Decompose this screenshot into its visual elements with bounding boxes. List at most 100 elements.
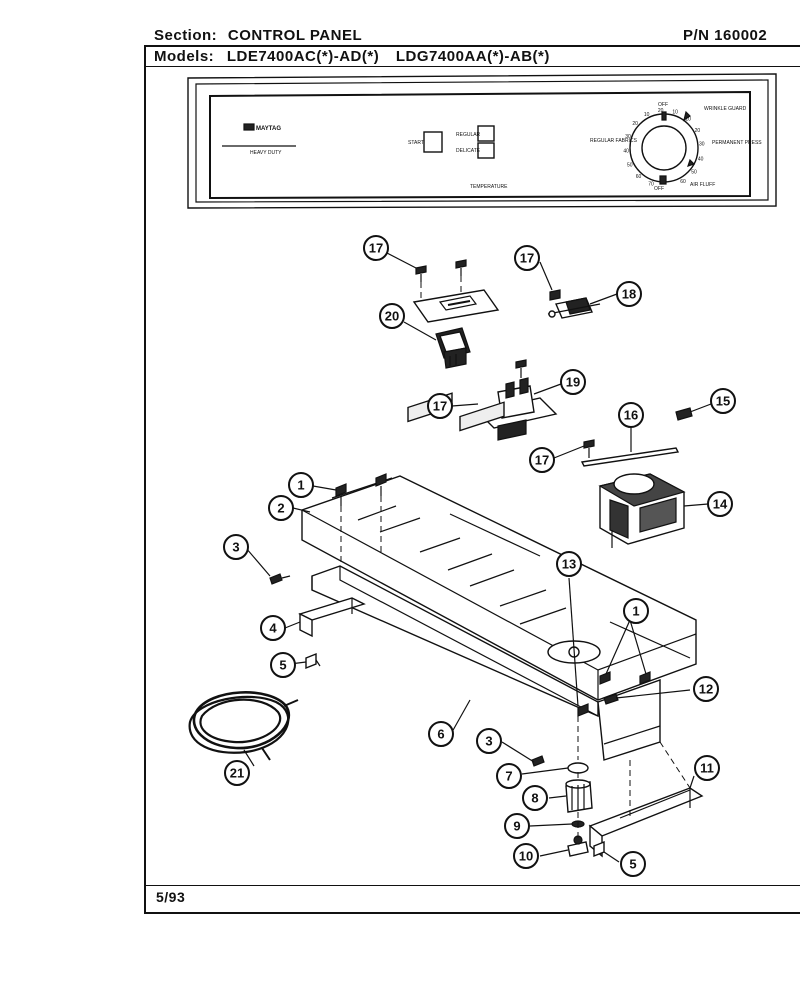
part-6-lower-frame <box>311 565 661 761</box>
callout-17-top-left: 17 <box>363 235 389 261</box>
callout-17-top-right: 17 <box>514 245 540 271</box>
svg-text:21: 21 <box>230 766 244 781</box>
delicate-button <box>477 142 495 159</box>
callout-1-left: 1 <box>288 472 314 498</box>
part-15-clip <box>675 407 693 421</box>
callout-9: 9 <box>504 813 530 839</box>
dial-number: 10 <box>672 110 678 116</box>
dial-number: 50 <box>691 169 697 175</box>
section-value: CONTROL PANEL <box>227 27 363 44</box>
svg-text:3: 3 <box>485 734 492 749</box>
model-1: LDE7400AC(*)-AD(*) <box>226 48 380 65</box>
svg-text:4: 4 <box>269 621 277 636</box>
callout-14: 14 <box>707 491 733 517</box>
svg-text:17: 17 <box>433 399 447 414</box>
callout-3-right: 3 <box>476 728 502 754</box>
dial-number: 40 <box>623 148 629 154</box>
dial-number: 20 <box>632 121 638 127</box>
assembly-guide-lines <box>340 276 691 838</box>
models-heading: Models: LDE7400AC(*)-AD(*) LDG7400AA(*)-… <box>154 48 550 65</box>
svg-text:6: 6 <box>437 727 444 742</box>
callout-8: 8 <box>522 785 548 811</box>
dial-number: 50 <box>627 163 633 169</box>
dial-number: 10 <box>644 112 650 118</box>
part-10-cap <box>567 835 589 857</box>
dial-number: 30 <box>699 142 705 148</box>
part-3-screw-left <box>269 573 291 585</box>
panel-permanent-press-label: PERMANENT PRESS <box>712 140 762 146</box>
leader-lines <box>243 252 712 863</box>
callout-6: 6 <box>428 721 454 747</box>
svg-text:10: 10 <box>519 849 533 864</box>
part-7-bushing <box>567 762 589 774</box>
svg-text:15: 15 <box>716 394 730 409</box>
callout-20: 20 <box>379 303 405 329</box>
svg-text:12: 12 <box>699 682 713 697</box>
panel-subbrand: HEAVY DUTY <box>250 150 282 156</box>
svg-text:18: 18 <box>622 287 636 302</box>
part-19-selector-switch <box>476 359 558 441</box>
part-switch-cover-plate <box>412 289 500 323</box>
dial-number: 70 <box>648 182 654 188</box>
callout-12: 12 <box>693 676 719 702</box>
panel-brand: MAYTAG <box>256 126 281 132</box>
callout-15: 15 <box>710 388 736 414</box>
svg-text:20: 20 <box>385 309 399 324</box>
diagram-frame <box>144 46 800 914</box>
dial-number: 10 <box>685 117 691 123</box>
model-2: LDG7400AA(*)-AB(*) <box>395 48 550 65</box>
svg-text:19: 19 <box>566 375 580 390</box>
section-label: Section: <box>154 27 218 44</box>
callout-2: 2 <box>268 495 294 521</box>
part-4-bracket <box>298 597 366 638</box>
timer-dial-knob <box>641 125 687 171</box>
callout-11: 11 <box>694 755 720 781</box>
callout-3-left: 3 <box>223 534 249 560</box>
dial-number: 60 <box>680 179 686 185</box>
brand-logo-mark <box>243 123 255 131</box>
dial-number: 40 <box>698 156 704 162</box>
models-rule <box>144 66 800 67</box>
svg-text:17: 17 <box>369 241 383 256</box>
panel-regular-label: REGULAR <box>456 132 481 138</box>
regular-button <box>477 125 495 142</box>
footer-rule <box>144 885 800 886</box>
part-21-wire-harness <box>188 691 299 761</box>
part-18-relay <box>547 289 601 319</box>
svg-text:2: 2 <box>277 501 284 516</box>
part-screws-top-left <box>415 259 467 282</box>
part-11-bracket <box>588 787 704 858</box>
svg-text:9: 9 <box>513 819 520 834</box>
panel-air-fluff-label: AIR FLUFF <box>690 182 715 188</box>
svg-text:16: 16 <box>624 408 638 423</box>
svg-text:5: 5 <box>629 857 636 872</box>
panel-start-label: START <box>408 140 424 146</box>
panel-regular-fabrics-label: REGULAR FABRICS <box>590 138 638 144</box>
dial-number: 20 <box>695 128 701 134</box>
callout-1-right: 1 <box>623 598 649 624</box>
part-12-spring-clip <box>603 693 619 705</box>
panel-off-label-top: OFF <box>658 102 668 108</box>
callout-19: 19 <box>560 369 586 395</box>
panel-wrinkle-guard-label: WRINKLE GUARD <box>704 106 747 112</box>
svg-text:1: 1 <box>297 478 304 493</box>
callout-5-left: 5 <box>270 652 296 678</box>
dial-number: 30 <box>625 134 631 140</box>
callout-10: 10 <box>513 843 539 869</box>
part-16-bracket <box>580 439 680 467</box>
svg-text:17: 17 <box>535 453 549 468</box>
callout-18: 18 <box>616 281 642 307</box>
callout-4: 4 <box>260 615 286 641</box>
part-number: P/N 160002 <box>683 27 768 44</box>
callout-13: 13 <box>556 551 582 577</box>
top-rule <box>144 45 800 47</box>
panel-delicate-label: DELICATE <box>456 148 481 154</box>
footer-date: 5/93 <box>156 889 186 905</box>
svg-text:3: 3 <box>232 540 239 555</box>
part-8-knob <box>565 779 593 813</box>
panel-off-label-bottom: OFF <box>654 186 664 192</box>
callout-7: 7 <box>496 763 522 789</box>
callout-5-right: 5 <box>620 851 646 877</box>
